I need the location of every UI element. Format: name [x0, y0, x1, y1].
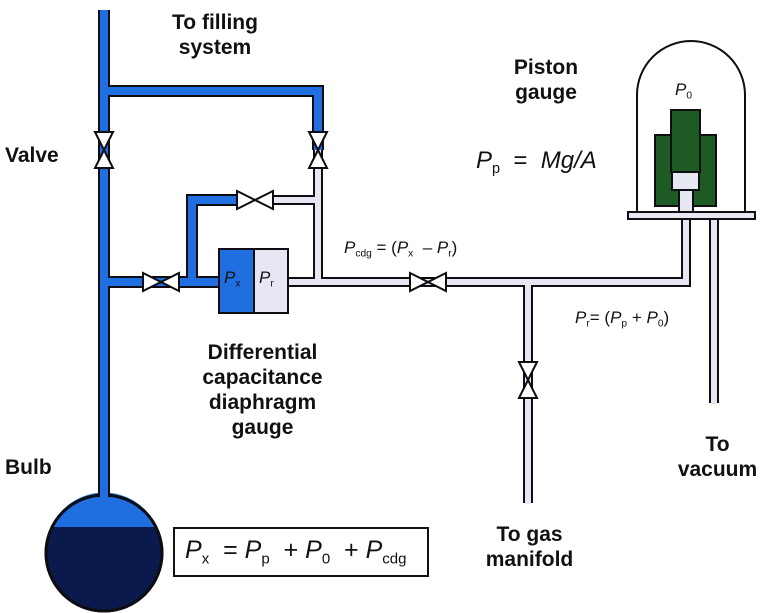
- cdg-pr-label: Pr: [259, 268, 274, 290]
- label-cdg-line4: gauge: [231, 416, 294, 439]
- label-cdg-line2: capacitance: [202, 366, 323, 389]
- label-to-filling-system: To filling system: [140, 10, 290, 60]
- label-cdg-gauge: Differential capacitance diaphragm gauge: [175, 340, 350, 440]
- piston-top-pressure: P0: [675, 80, 693, 102]
- label-vacuum-line2: vacuum: [677, 458, 758, 481]
- label-vacuum-line1: To: [705, 433, 730, 456]
- label-to-filling-line1: To filling: [172, 11, 258, 34]
- cdg-gauge: [218, 248, 289, 314]
- cdg-px-label: Px: [224, 268, 241, 290]
- label-bulb: Bulb: [5, 456, 52, 479]
- piston-gauge: [627, 40, 756, 220]
- valve-reference-line[interactable]: [409, 271, 447, 293]
- cdg-pressure-equation: Pcdg = (Px – Pr): [344, 238, 458, 260]
- label-to-vacuum: To vacuum: [660, 432, 775, 482]
- reference-side-pipes: [270, 150, 719, 504]
- valve-gas-manifold[interactable]: [517, 361, 539, 399]
- reference-pressure-equation: Pr= (Pp + P0): [575, 308, 670, 330]
- label-cdg-line3: diaphragm: [208, 391, 317, 414]
- label-cdg-line1: Differential: [207, 341, 318, 364]
- total-pressure-formula: Px = Pp + P0 + Pcdg: [185, 536, 407, 568]
- valve-main-vertical[interactable]: [93, 131, 115, 169]
- bulb: [44, 492, 164, 613]
- valve-right-vertical[interactable]: [307, 131, 329, 169]
- label-to-filling-line2: system: [178, 36, 252, 59]
- label-piston-line1: Piston: [513, 56, 579, 79]
- label-piston-line2: gauge: [515, 81, 577, 104]
- valve-bypass[interactable]: [236, 189, 274, 211]
- label-piston-gauge: Piston gauge: [490, 55, 602, 105]
- valve-cdg-inlet[interactable]: [142, 271, 180, 293]
- label-manifold-line2: manifold: [485, 548, 574, 571]
- label-to-gas-manifold: To gas manifold: [472, 522, 587, 572]
- total-pressure-formula-box: [173, 527, 429, 577]
- piston-pressure-equation: Pp = Mg/A: [476, 147, 597, 178]
- label-manifold-line1: To gas: [496, 523, 563, 546]
- filling-side-pipes: [98, 10, 324, 499]
- label-valve: Valve: [5, 144, 59, 167]
